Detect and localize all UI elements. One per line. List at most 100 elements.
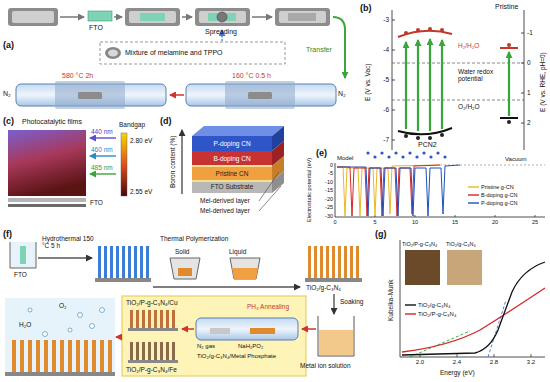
step-label: Spreading [205,28,237,36]
tick-label: -15 [325,187,333,193]
plot-label: Vacuum [505,156,527,163]
layer-label: P-doping CN [213,140,250,147]
panel-letter: (d) [160,116,172,126]
step-label: Thermal Polymerization [160,235,228,242]
tick-label: 20 [492,219,498,225]
colorbar-value: 2.55 eV [130,188,152,195]
tick-label: -5 [383,76,389,83]
gas-label: N₂ [338,90,346,98]
tick-label: -25 [325,204,333,210]
panel-c-art [8,130,127,207]
legend-line [468,200,479,206]
legend-line [468,184,479,190]
layer-label: Mel-derived layer [200,207,250,214]
material-label: PCN2 [418,141,437,149]
layer-label: B-doping CN [213,155,250,162]
gas-label: N₂ [3,90,11,98]
legend-item: Pristine g-CN [468,184,514,190]
legend-text: TiO₂/g-C₃N₄ [418,302,450,309]
molecule-label: H₂O [18,321,32,328]
panel-letter: (g) [375,229,387,239]
legend-line [405,302,416,308]
legend-item: TiO₂/g-C₃N₄ [405,302,450,309]
tick-label: -10 [325,179,333,185]
tick-label: 3.2 [527,359,535,366]
panel-letter: (f) [3,229,12,239]
wavelength-label: 485 nm [91,164,113,171]
tick-label: 10 [412,219,418,225]
part-label: FTO [90,199,103,206]
tick-label: 25 [532,219,538,225]
tick-label: -6 [383,106,389,113]
panel-letter: (a) [3,40,14,50]
gas-label: N₂ gas [197,343,215,350]
legend-text: TiO₂/P-g-C₃N₄ [418,311,456,318]
tick-label: 0 [333,219,336,225]
tick-label: 15 [452,219,458,225]
tick-label: -3 [383,16,389,23]
colorbar-value: 2.80 eV [130,137,152,144]
tick-label: -4 [383,46,389,53]
material-label: TiO₂/g-C₃N₄ [306,284,341,291]
layer-label: FTO Substrate [211,183,254,190]
tick-label: 0 [330,162,333,168]
step-label: Hydrothermal 150 °C 5 h [42,235,94,250]
potential-label: H₂/H₂O [458,42,479,49]
precursor-label: Mixture of melamine and TPPO [125,49,223,57]
axis-title: Boron content (%) [169,136,176,188]
photo-label: TiO₂/g-C₃N₄ [446,241,476,247]
condition-label: 160 °C 0.5 h [232,72,271,80]
legend-text: P-doping g-CN [481,200,517,206]
plot-label: Model [337,155,353,162]
tick-label: 2.8 [490,359,498,366]
condition-label: 580 °C 2h [62,72,93,80]
axis-title: E (V vs. Vac) [364,63,371,100]
panel-g-art [400,240,545,357]
axis-title: E (V vs. RHE, pH=0) [539,52,546,112]
state-label: Liquid [229,248,246,255]
tick-label: 2.4 [453,359,461,366]
state-label: Solid [175,248,189,255]
step-label: Transfer [306,46,332,54]
panel-a-art [8,8,345,109]
film-label: Photocatalytic films [22,118,82,126]
layer-label: Pristine CN [216,170,249,177]
panel-b-art [392,10,524,150]
wavelength-label: 440 nm [91,128,113,135]
panel-e-art [335,151,545,217]
material-label: Metal ion solution [300,362,351,369]
legend-text: Pristine g-CN [481,184,514,190]
legend-line [468,192,479,198]
tick-label: -5 [328,170,333,176]
panel-f-art [5,242,362,376]
tick-label: -20 [325,196,333,202]
tick-label: -1 [527,29,533,36]
axis-title: Kubelka-Munk [387,279,394,321]
material-label: Pristine [495,3,518,11]
tick-label: -30 [325,213,333,219]
layer-label: Mel-derived layer [200,197,250,204]
molecule-label: O₂ [58,302,68,309]
legend-text: B-doping g-CN [481,192,517,198]
part-label: FTO [89,24,103,32]
panel-letter: (b) [360,3,372,13]
colorbar-title: Bandgap [119,121,145,128]
panel-letter: (e) [316,148,327,158]
axis-title: Energy (eV) [440,369,475,376]
tick-label: 0 [527,59,531,66]
wavelength-label: 460 nm [91,146,113,153]
step-label: Soaking [340,298,364,305]
legend-item: B-doping g-CN [468,192,517,198]
axis-title: Electrostatic potential (eV) [306,158,312,222]
material-label: TiO₂/g-C₃N₄/Metal Phosphate [197,353,302,360]
part-label: FTO [14,271,27,278]
photo-label: TiO₂/P-g-C₃N₄ [402,241,437,247]
legend-item: P-doping g-CN [468,200,517,206]
material-label: TiO₂/P-g-C₃N₄/Fe [126,366,177,373]
reagent-label: NaH₂PO₂ [238,343,263,350]
step-label: PH₃ Annealing [247,303,289,310]
tick-label: 2 [527,119,531,126]
note-label: Water redox potential [458,68,504,83]
legend-item: TiO₂/P-g-C₃N₄ [405,311,456,318]
